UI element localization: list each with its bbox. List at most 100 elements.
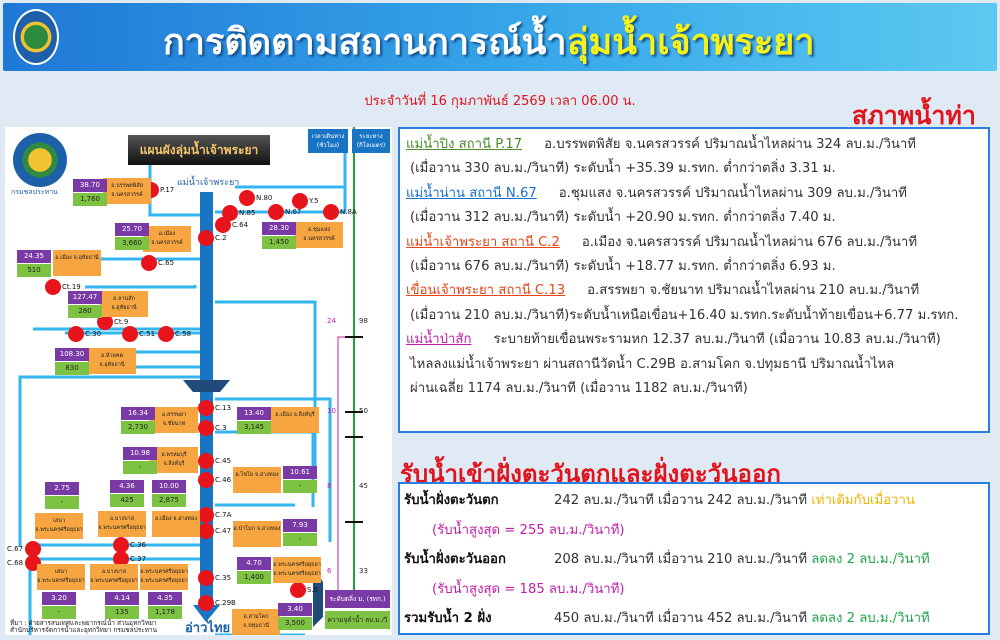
station-marker[interactable] xyxy=(198,523,214,539)
station-marker[interactable] xyxy=(68,326,84,342)
station-marker[interactable] xyxy=(268,204,284,220)
capacity: - xyxy=(45,496,79,509)
station-label: Ct.9 xyxy=(114,318,129,326)
station-name: แม่น้ำป่าสัก xyxy=(406,332,472,348)
station-marker[interactable] xyxy=(198,595,214,611)
station-marker[interactable] xyxy=(97,314,113,330)
gauge-place: อ.ชุมแสง จ.นครสวรรค์ xyxy=(295,222,343,248)
station-detail: (เมื่อวาน 330 ลบ.ม./วินาที) ระดับน้ำ +35… xyxy=(410,161,836,177)
bank-level: 38.70 xyxy=(73,179,107,192)
station-label: Y.5 xyxy=(309,197,319,205)
station-marker[interactable] xyxy=(198,507,214,523)
intake-max: (รับน้ำสูงสุด = 185 ลบ.ม./วินาที) xyxy=(432,581,625,597)
station-marker[interactable] xyxy=(198,453,214,469)
distance-mark: 98 xyxy=(359,317,368,325)
gauge-place: อ.บางบาล จ.พระนครศรีอยุธยา xyxy=(90,564,138,590)
station-marker[interactable] xyxy=(198,230,214,246)
station-label: C.45 xyxy=(215,457,232,465)
station-marker[interactable] xyxy=(45,279,61,295)
intake-label: รวมรับน้ำ 2 ฝั่ง xyxy=(404,611,492,626)
station-marker[interactable] xyxy=(113,551,129,567)
station-label: C.67 xyxy=(7,545,24,553)
intake-value: 208 ลบ.ม./วินาที เมื่อวาน 210 ลบ.ม./วินา… xyxy=(554,552,808,567)
gauge-place: อ.เมือง จ.สิงห์บุรี xyxy=(271,407,319,433)
station-label: C.36 xyxy=(130,541,147,549)
page-title: การติดตามสถานการณ์น้ำลุ่มน้ำเจ้าพระยา xyxy=(163,13,815,70)
map-lines xyxy=(18,127,363,635)
gauge-place: อ.เมือง จ.อ่างทอง xyxy=(152,511,200,537)
bank-level: 127.47 xyxy=(68,291,102,304)
gauge-values: 10.98- xyxy=(123,447,157,475)
intake-value: 242 ลบ.ม./วินาที เมื่อวาน 242 ลบ.ม./วินา… xyxy=(554,493,808,508)
gauge-place: อ.ลานสัก จ.อุทัยธานี xyxy=(100,291,148,317)
travel-time-mark: 6 xyxy=(327,567,332,575)
station-label: C.47 xyxy=(215,527,232,535)
station-marker[interactable] xyxy=(198,472,214,488)
basin-map: กรมชลประทาน แผนผังลุ่มน้ำเจ้าพระยา แม่น้… xyxy=(5,127,392,635)
station-label: C.7A xyxy=(215,511,232,519)
station-detail: (เมื่อวาน 312 ลบ.ม./วินาที) ระดับน้ำ +20… xyxy=(410,210,836,226)
capacity: 3,660 xyxy=(115,237,149,250)
station-label: N.8A xyxy=(340,208,357,216)
gauge-place: อ.สรรพยา จ.ชัยนาท xyxy=(150,407,198,433)
map-logo xyxy=(13,133,67,187)
bank-level: 10.00 xyxy=(152,480,186,493)
bank-level: 25.70 xyxy=(115,223,149,236)
station-detail: ระบายท้ายเขื่อนพระรามหก 12.37 ลบ.ม./วินา… xyxy=(493,332,941,348)
station-detail: อ.ชุมแสง จ.นครสวรรค์ ปริมาณน้ำไหลผ่าน 30… xyxy=(558,185,907,201)
station-marker[interactable] xyxy=(141,255,157,271)
legend-travel-time: เวลาเดินทาง (ชั่วโมง) xyxy=(308,129,348,153)
gauge-place: อ.บรรพตพิสัย จ.นครสวรรค์ xyxy=(103,178,151,204)
station-marker[interactable] xyxy=(198,570,214,586)
station-detail: ผ่านเฉลี่ย 1174 ลบ.ม./วินาที (เมื่อวาน 1… xyxy=(410,380,748,396)
station-marker[interactable] xyxy=(158,326,174,342)
title-highlight: ลุ่มน้ำเจ้าพระยา xyxy=(566,22,815,63)
station-detail: ไหลลงแม่น้ำเจ้าพระยา ผ่านสถานีวัดน้ำ C.2… xyxy=(410,356,895,372)
station-label: C.2 xyxy=(215,234,227,242)
gauge-place: อ.พรหมบุรี จ.สิงห์บุรี xyxy=(150,447,198,473)
capacity: 1,450 xyxy=(262,236,296,249)
station-marker[interactable] xyxy=(122,326,138,342)
intake-value: 450 ลบ.ม./วินาที เมื่อวาน 452 ลบ.ม./วินา… xyxy=(554,611,808,626)
rid-logo xyxy=(13,9,59,65)
intake-change: ลดลง 2 ลบ.ม./วินาที xyxy=(811,611,930,626)
travel-time-mark: 24 xyxy=(327,317,336,325)
bank-level: 16.34 xyxy=(121,407,155,420)
station-marker[interactable] xyxy=(113,537,129,553)
station-detail: อ.สรรพยา จ.ชัยนาท ปริมาณน้ำไหลผ่าน 210 ล… xyxy=(587,283,920,299)
station-label: P.17 xyxy=(160,186,175,194)
station-marker[interactable] xyxy=(198,420,214,436)
gauge-place: อ.ห้วยคต จ.อุทัยธานี xyxy=(88,348,136,374)
station-marker[interactable] xyxy=(323,204,339,220)
station-label: C.29B xyxy=(215,599,236,607)
map-title: แผนผังลุ่มน้ำเจ้าพระยา xyxy=(128,135,270,165)
station-marker[interactable] xyxy=(292,193,308,209)
capacity: 135 xyxy=(105,606,139,619)
gauge-place: อ.ไชโย จ.อ่างทอง xyxy=(233,467,281,493)
gauge-place: อ.สามโคก จ.ปทุมธานี xyxy=(232,609,280,635)
capacity: 2,875 xyxy=(152,494,186,507)
bank-level: 3.40 xyxy=(278,603,312,616)
station-marker[interactable] xyxy=(25,541,41,557)
sea-label: อ่าวไทย xyxy=(185,621,231,635)
intake-change: ลดลง 2 ลบ.ม./วินาที xyxy=(811,552,930,567)
gauge-place: อ.พระนครศรีอยุธยา จ.พระนครศรีอยุธยา xyxy=(140,564,188,590)
header-banner: การติดตามสถานการณ์น้ำลุ่มน้ำเจ้าพระยา xyxy=(3,3,997,71)
station-marker[interactable] xyxy=(290,582,306,598)
bank-level: 28.30 xyxy=(262,222,296,235)
station-detail: (เมื่อวาน 210 ลบ.ม./วินาที)ระดับน้ำเหนือ… xyxy=(410,307,959,323)
capacity: - xyxy=(123,461,157,474)
station-marker[interactable] xyxy=(215,217,231,233)
station-label: C.64 xyxy=(232,221,249,229)
station-label: C.58 xyxy=(175,330,192,338)
station-marker[interactable] xyxy=(198,400,214,416)
station-label: N.85 xyxy=(239,209,256,217)
capacity: 280 xyxy=(68,305,102,318)
station-marker[interactable] xyxy=(239,190,255,206)
capacity: 425 xyxy=(110,494,144,507)
station-label: C.46 xyxy=(215,476,232,484)
